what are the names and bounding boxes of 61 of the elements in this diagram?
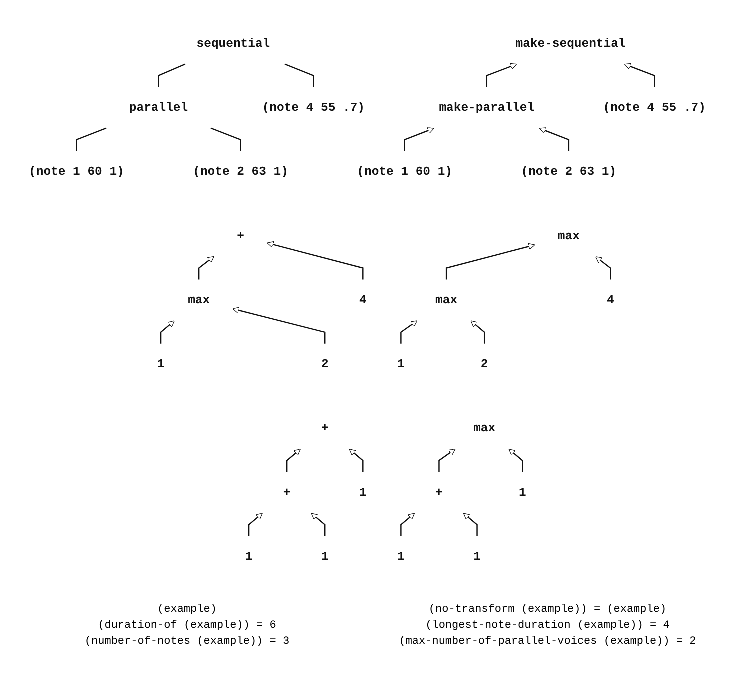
arrow	[595, 256, 612, 280]
node-text: 1	[157, 357, 165, 372]
node-text: max	[474, 421, 496, 436]
node-text: 1	[398, 550, 405, 564]
arrow	[486, 63, 518, 87]
node-text: 1	[359, 486, 367, 500]
caption-text: (max-number-of-parallel-voices (example)) = 2	[398, 636, 698, 648]
arrow	[463, 512, 478, 536]
node-text: 4	[606, 293, 614, 307]
node-text: 1	[321, 550, 329, 564]
node-text: 2	[321, 357, 329, 372]
arrow	[267, 241, 364, 280]
connector	[76, 127, 107, 152]
arrow	[400, 320, 418, 344]
node-text: parallel	[129, 100, 188, 114]
caption-text: (longest-note-duration (example)) = 4	[424, 620, 671, 632]
connector	[158, 63, 186, 87]
arrow	[198, 256, 214, 280]
arrow	[508, 448, 524, 472]
tree-diagrams: sequential parallel (note 4 55 .7) (note 1 60 1) (note 2 63 1) make-sequential make-parallel (note 4 55 .7) (note 1 60 1) (note 2 63 1) + max 4 1 2 max max 4 1 2 + + 1 1 1 max + 1 1 1	[0, 16, 735, 584]
arrow	[248, 512, 263, 536]
arrow	[438, 448, 456, 472]
node-text: +	[283, 486, 291, 500]
node-text: (note 2 63 1)	[193, 164, 288, 179]
arrow	[400, 512, 416, 536]
node-text: make-sequential	[516, 36, 626, 50]
node-text: make-parallel	[439, 100, 535, 114]
arrow	[404, 127, 434, 152]
arrow	[286, 448, 301, 472]
node-text: +	[436, 486, 443, 500]
node-text: (note 1 60 1)	[29, 164, 124, 179]
node-text: +	[321, 421, 329, 436]
connector	[210, 127, 242, 152]
node-text: 1	[398, 357, 405, 372]
arrow	[311, 512, 326, 536]
node-text: (note 1 60 1)	[357, 164, 453, 179]
node-text: (note 4 55 .7)	[603, 100, 706, 114]
caption-text: (duration-of (example)) = 6	[97, 620, 278, 632]
node-text: max	[436, 293, 458, 307]
node-text: 2	[480, 357, 488, 372]
node-text: (note 4 55 .7)	[262, 100, 365, 114]
node-text: +	[237, 228, 244, 243]
node-text: 4	[359, 293, 367, 307]
node-text: max	[558, 228, 580, 243]
arrow	[160, 320, 175, 344]
caption-text: (number-of-notes (example)) = 3	[84, 636, 291, 648]
arrow	[539, 127, 570, 152]
arrow	[470, 320, 486, 344]
node-text: 1	[245, 550, 253, 564]
node-text: max	[188, 293, 210, 307]
node-text: 1	[518, 486, 526, 500]
arrow	[349, 448, 364, 472]
arrow	[446, 243, 536, 280]
node-text: 1	[474, 550, 481, 564]
arrow	[232, 306, 326, 344]
node-text: (note 2 63 1)	[521, 164, 617, 179]
connector	[284, 63, 314, 87]
caption-text: (example)	[156, 604, 218, 616]
node-text: sequential	[196, 36, 270, 50]
arrow	[624, 63, 656, 87]
caption-text: (no-transform (example)) = (example)	[428, 604, 668, 616]
